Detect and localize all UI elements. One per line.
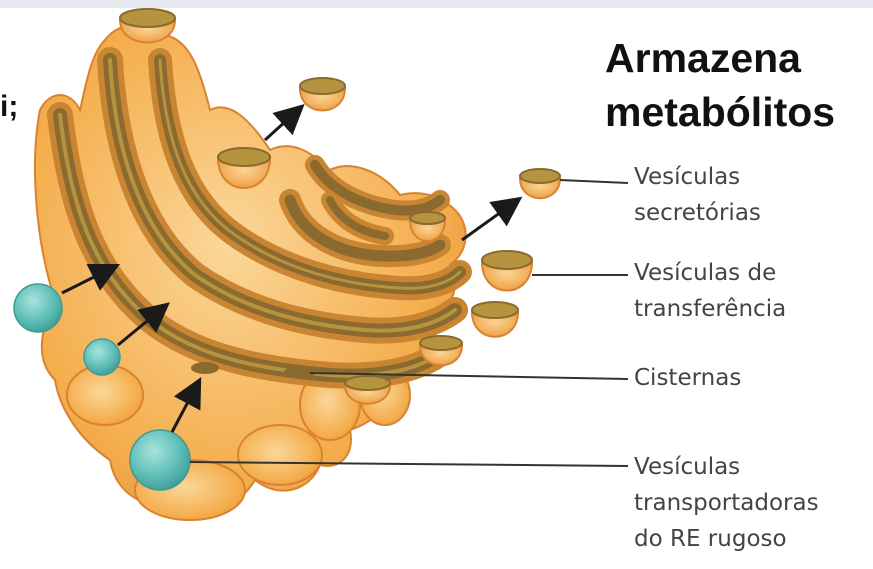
vesicle-cup-mid-right (410, 212, 445, 241)
vesicle-cup-bottom (345, 376, 390, 404)
blue-vesicle-1 (14, 284, 62, 332)
label-transport-2: transportadoras (634, 488, 819, 519)
arrow-secretory (462, 202, 515, 240)
vesicle-cup-transfer-1 (482, 251, 532, 291)
label-secretory-2: secretórias (634, 198, 761, 229)
label-transport-3: do RE rugoso (634, 524, 787, 555)
label-cisterns: Cisternas (634, 363, 741, 394)
label-transfer-1: Vesículas de (634, 258, 776, 289)
blue-vesicle-3 (130, 430, 190, 490)
vesicle-cup-secretory (520, 169, 560, 198)
vesicle-cup-top (120, 9, 175, 43)
vesicle-cup-upper (300, 78, 345, 111)
label-transport-1: Vesículas (634, 452, 740, 483)
heading-line-2: metabólitos (605, 90, 835, 134)
arrow-up (265, 110, 298, 140)
vesicle-cup-lower-right (420, 336, 462, 365)
vesicle-cup-transfer-2 (472, 302, 518, 337)
heading-line-1: Armazena (605, 36, 801, 80)
label-transfer-2: transferência (634, 294, 786, 325)
heading-fragment: i; (0, 90, 18, 124)
label-secretory-1: Vesículas (634, 162, 740, 193)
blue-vesicle-2 (84, 339, 120, 375)
leader-secretory (560, 180, 628, 183)
